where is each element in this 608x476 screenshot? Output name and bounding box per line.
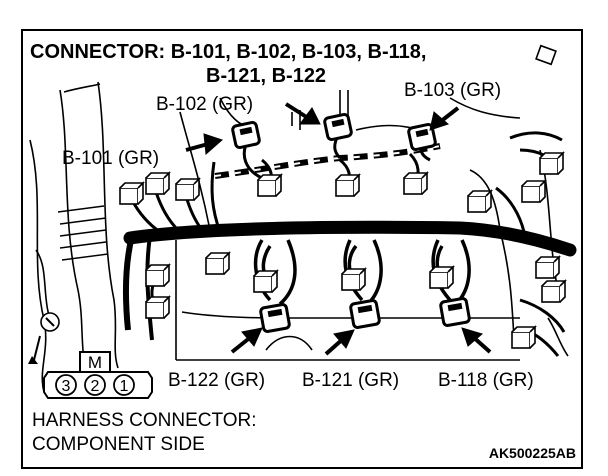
pin-3-label: 3 (62, 378, 71, 395)
connector-b103-mid (323, 112, 353, 142)
connector-b122 (259, 303, 291, 333)
pin-1-label: 1 (120, 378, 129, 395)
pin-2-label: 2 (91, 378, 100, 395)
label-b101: B-101 (GR) (62, 148, 159, 169)
connector-b118 (439, 297, 471, 327)
label-b103: B-103 (GR) (404, 80, 501, 101)
hose-clamp (28, 312, 60, 364)
background-connectors (119, 44, 567, 349)
footer-line2: COMPONENT SIDE (32, 434, 205, 455)
label-b121: B-121 (GR) (302, 370, 399, 391)
harness-branch-left (122, 235, 135, 331)
ribbed-hose (57, 205, 109, 261)
connector-latches (239, 118, 463, 318)
connector-b121 (349, 299, 381, 329)
label-b122: B-122 (GR) (168, 370, 265, 391)
label-b102: B-102 (GR) (156, 94, 253, 115)
main-harness (123, 220, 577, 257)
label-b118: B-118 (GR) (438, 370, 534, 391)
figure-id: AK500225AB (489, 445, 576, 461)
connector-pin-symbol: M 3 2 1 (43, 351, 153, 399)
connector-b102 (231, 120, 261, 150)
pointer-arrows (185, 102, 492, 356)
title-line1: CONNECTOR: B-101, B-102, B-103, B-118, (30, 41, 426, 63)
connector-b103 (407, 122, 437, 152)
footer-line1: HARNESS CONNECTOR: (32, 410, 257, 431)
title-line2: B-121, B-122 (206, 65, 326, 87)
connector-tab-label: M (88, 353, 102, 372)
